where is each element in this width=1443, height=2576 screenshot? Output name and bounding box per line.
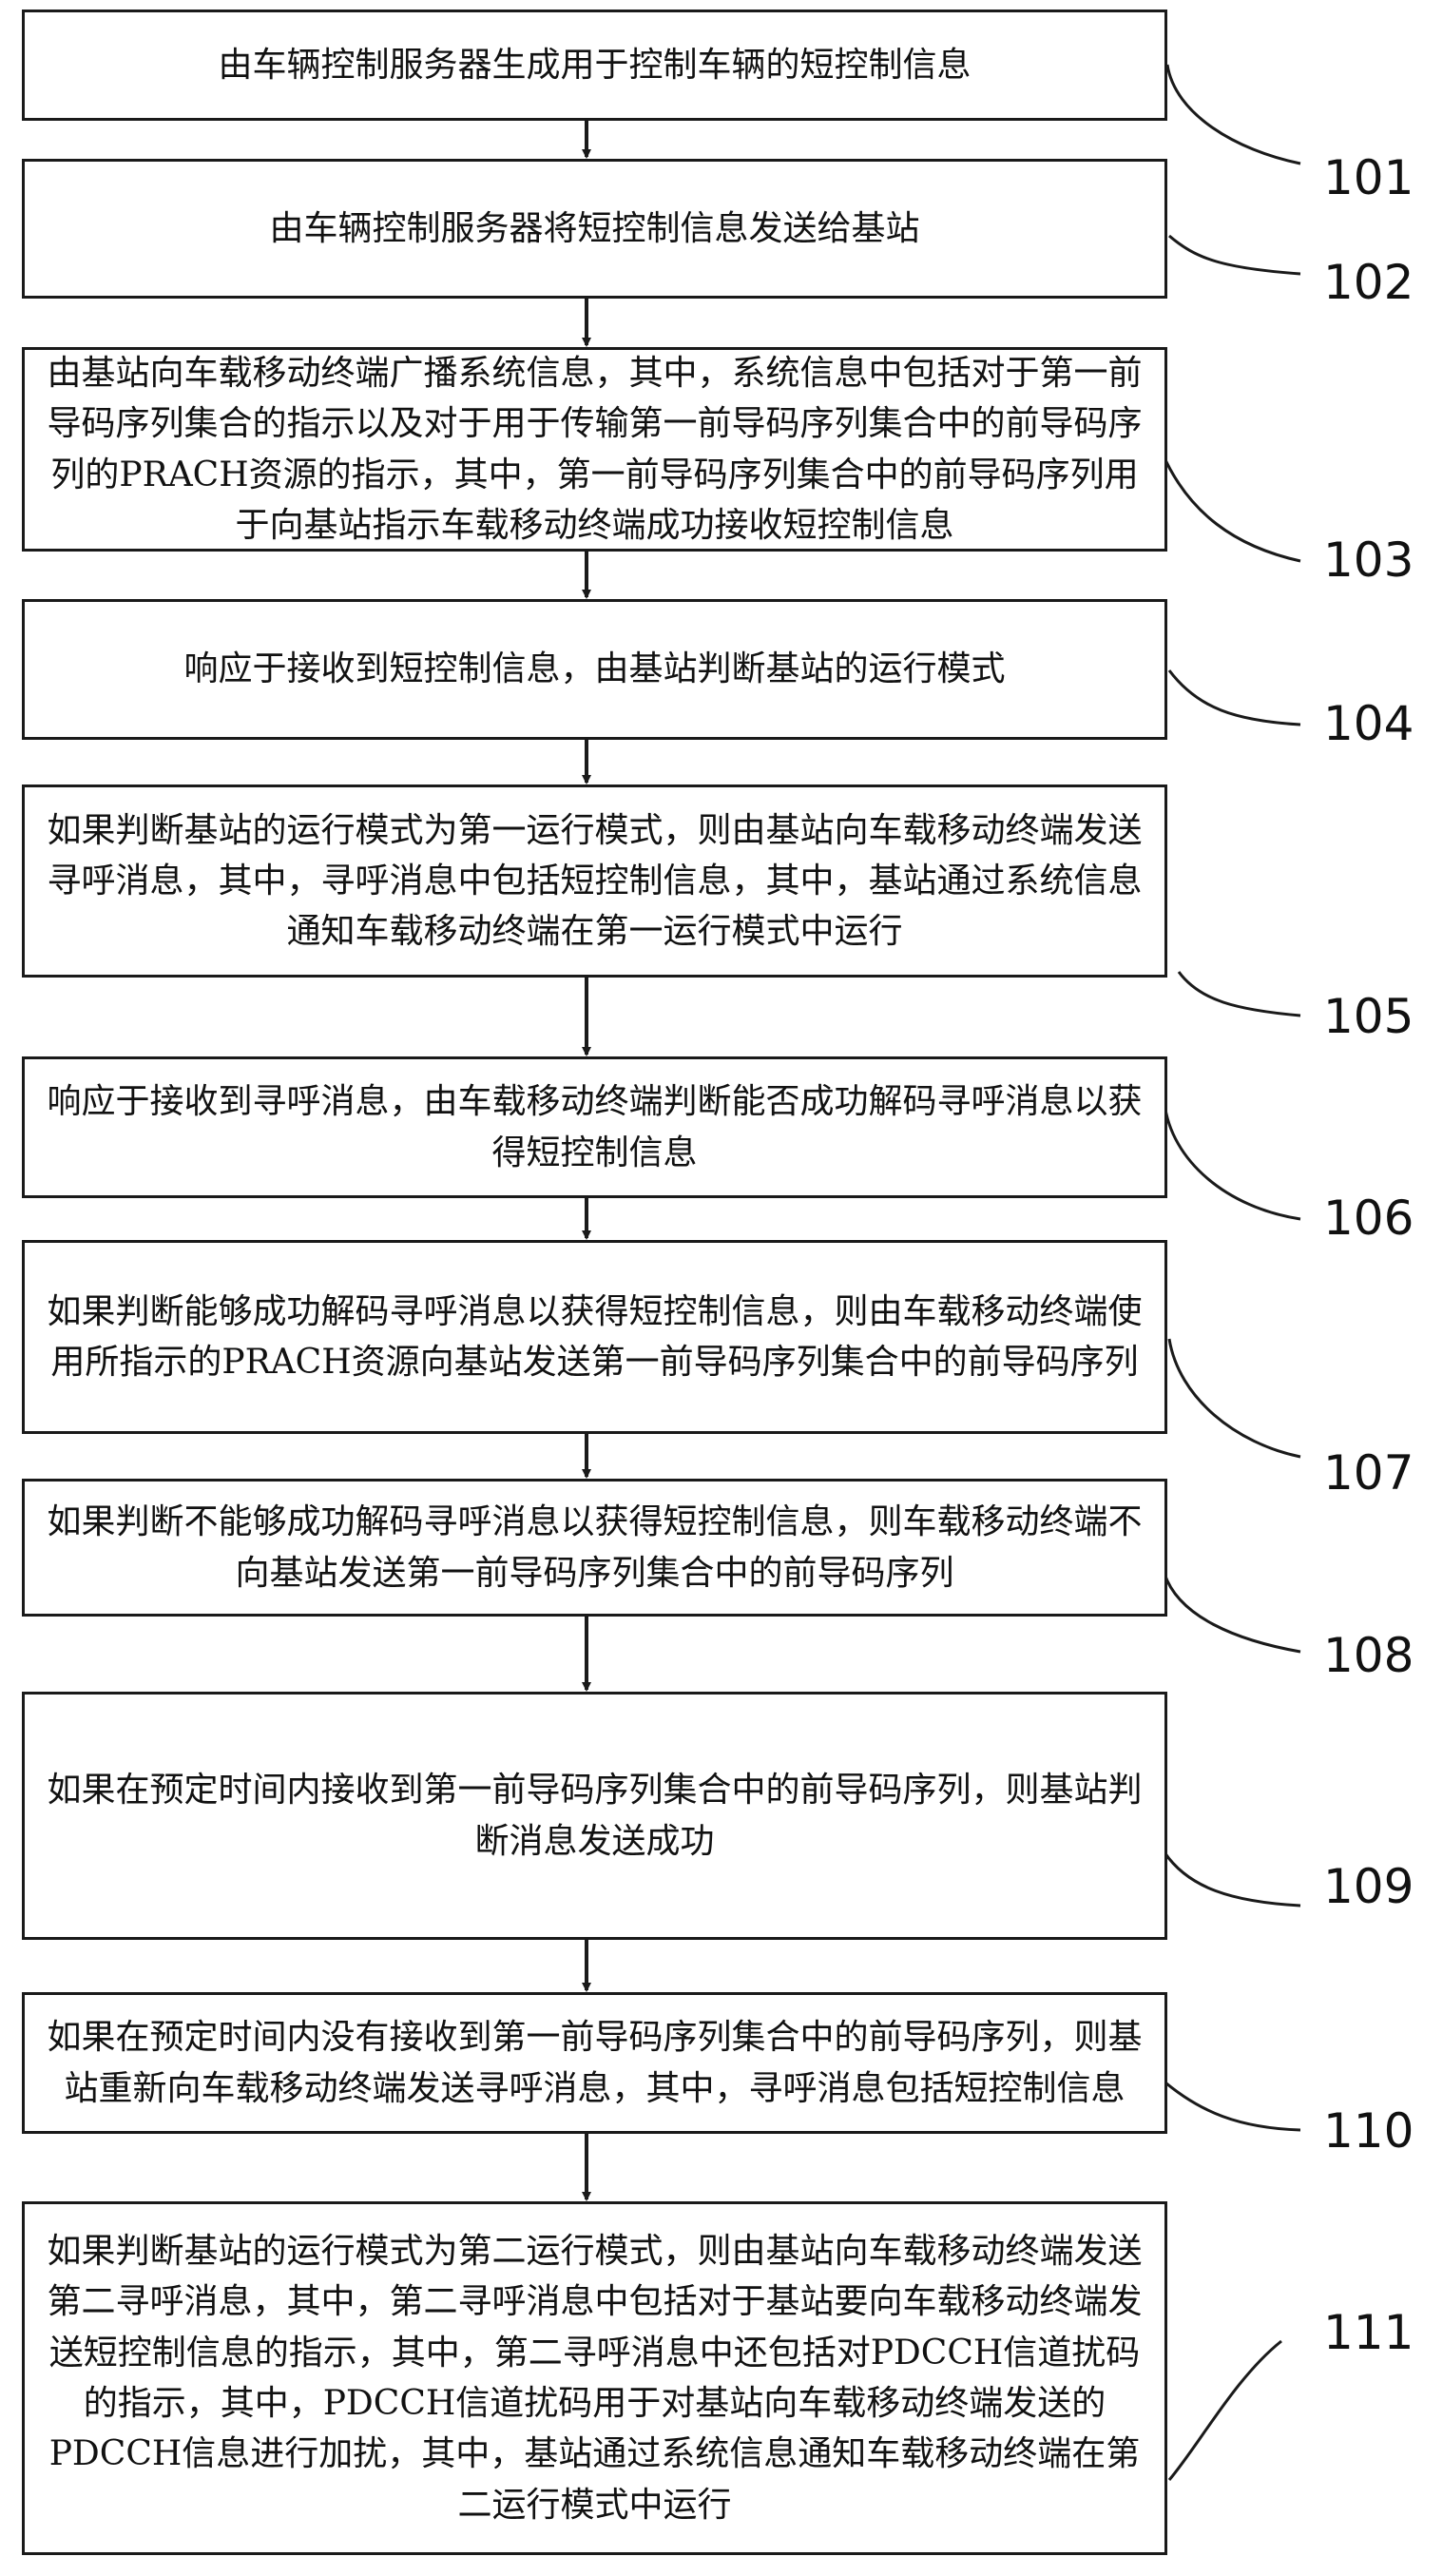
- step-107-label: 107: [1323, 1445, 1414, 1501]
- step-102-label: 102: [1323, 255, 1414, 310]
- step-109-label: 109: [1323, 1859, 1414, 1914]
- step-104-box: 响应于接收到短控制信息，由基站判断基站的运行模式: [22, 599, 1167, 740]
- leader-line-102: [1168, 234, 1301, 276]
- step-101-label: 101: [1323, 150, 1414, 205]
- step-104-text: 响应于接收到短控制信息，由基站判断基站的运行模式: [183, 649, 1006, 689]
- leader-line-103: [1160, 451, 1301, 563]
- leader-line-108: [1163, 1573, 1301, 1654]
- label-leaders: [1159, 64, 1301, 2481]
- step-109-text: 如果在预定时间内接收到第一前导码序列集合中的前导码序列，则基站判断消息发送成功: [47, 1771, 1143, 1861]
- leader-line-106: [1163, 1102, 1301, 1221]
- step-111-label: 111: [1323, 2305, 1414, 2360]
- step-109-box: 如果在预定时间内接收到第一前导码序列集合中的前导码序列，则基站判断消息发送成功: [22, 1692, 1167, 1940]
- step-101-text: 由车辆控制服务器生成用于控制车辆的短控制信息: [218, 45, 972, 85]
- step-105-text: 如果判断基站的运行模式为第一运行模式，则由基站向车载移动终端发送寻呼消息，其中，…: [47, 810, 1143, 952]
- step-108-label: 108: [1323, 1628, 1414, 1683]
- step-110-label: 110: [1323, 2103, 1414, 2159]
- step-103-box: 由基站向车载移动终端广播系统信息，其中，系统信息中包括对于第一前导码序列集合的指…: [22, 347, 1167, 552]
- step-108-box: 如果判断不能够成功解码寻呼消息以获得短控制信息，则车载移动终端不向基站发送第一前…: [22, 1479, 1167, 1617]
- step-106-label: 106: [1323, 1191, 1414, 1246]
- step-110-text: 如果在预定时间内没有接收到第一前导码序列集合中的前导码序列，则基站重新向车载移动…: [47, 2018, 1143, 2108]
- step-103-label: 103: [1323, 533, 1414, 588]
- step-103-text: 由基站向车载移动终端广播系统信息，其中，系统信息中包括对于第一前导码序列集合的指…: [47, 353, 1143, 545]
- step-107-text: 如果判断能够成功解码寻呼消息以获得短控制信息，则由车载移动终端使用所指示的PRA…: [47, 1291, 1143, 1382]
- step-108-text: 如果判断不能够成功解码寻呼消息以获得短控制信息，则车载移动终端不向基站发送第一前…: [47, 1502, 1143, 1593]
- leader-line-109: [1163, 1851, 1301, 1908]
- step-102-text: 由车辆控制服务器将短控制信息发送给基站: [269, 208, 920, 248]
- leader-line-104: [1167, 669, 1301, 726]
- step-104-label: 104: [1323, 696, 1414, 751]
- leader-line-107: [1167, 1338, 1301, 1459]
- step-105-box: 如果判断基站的运行模式为第一运行模式，则由基站向车载移动终端发送寻呼消息，其中，…: [22, 784, 1167, 978]
- leader-line-101: [1165, 64, 1301, 165]
- step-111-box: 如果判断基站的运行模式为第二运行模式，则由基站向车载移动终端发送第二寻呼消息，其…: [22, 2201, 1167, 2555]
- step-110-box: 如果在预定时间内没有接收到第一前导码序列集合中的前导码序列，则基站重新向车载移动…: [22, 1992, 1167, 2134]
- step-106-text: 响应于接收到寻呼消息，由车载移动终端判断能否成功解码寻呼消息以获得短控制信息: [47, 1082, 1143, 1172]
- step-105-label: 105: [1323, 989, 1414, 1044]
- leader-line-105: [1177, 971, 1301, 1017]
- step-111-text: 如果判断基站的运行模式为第二运行模式，则由基站向车载移动终端发送第二寻呼消息，其…: [47, 2232, 1143, 2525]
- step-102-box: 由车辆控制服务器将短控制信息发送给基站: [22, 159, 1167, 299]
- leader-line-110: [1159, 2076, 1301, 2132]
- step-106-box: 响应于接收到寻呼消息，由车载移动终端判断能否成功解码寻呼消息以获得短控制信息: [22, 1056, 1167, 1198]
- leader-line-111: [1167, 2339, 1282, 2481]
- step-101-box: 由车辆控制服务器生成用于控制车辆的短控制信息: [22, 10, 1167, 121]
- step-107-box: 如果判断能够成功解码寻呼消息以获得短控制信息，则由车载移动终端使用所指示的PRA…: [22, 1240, 1167, 1434]
